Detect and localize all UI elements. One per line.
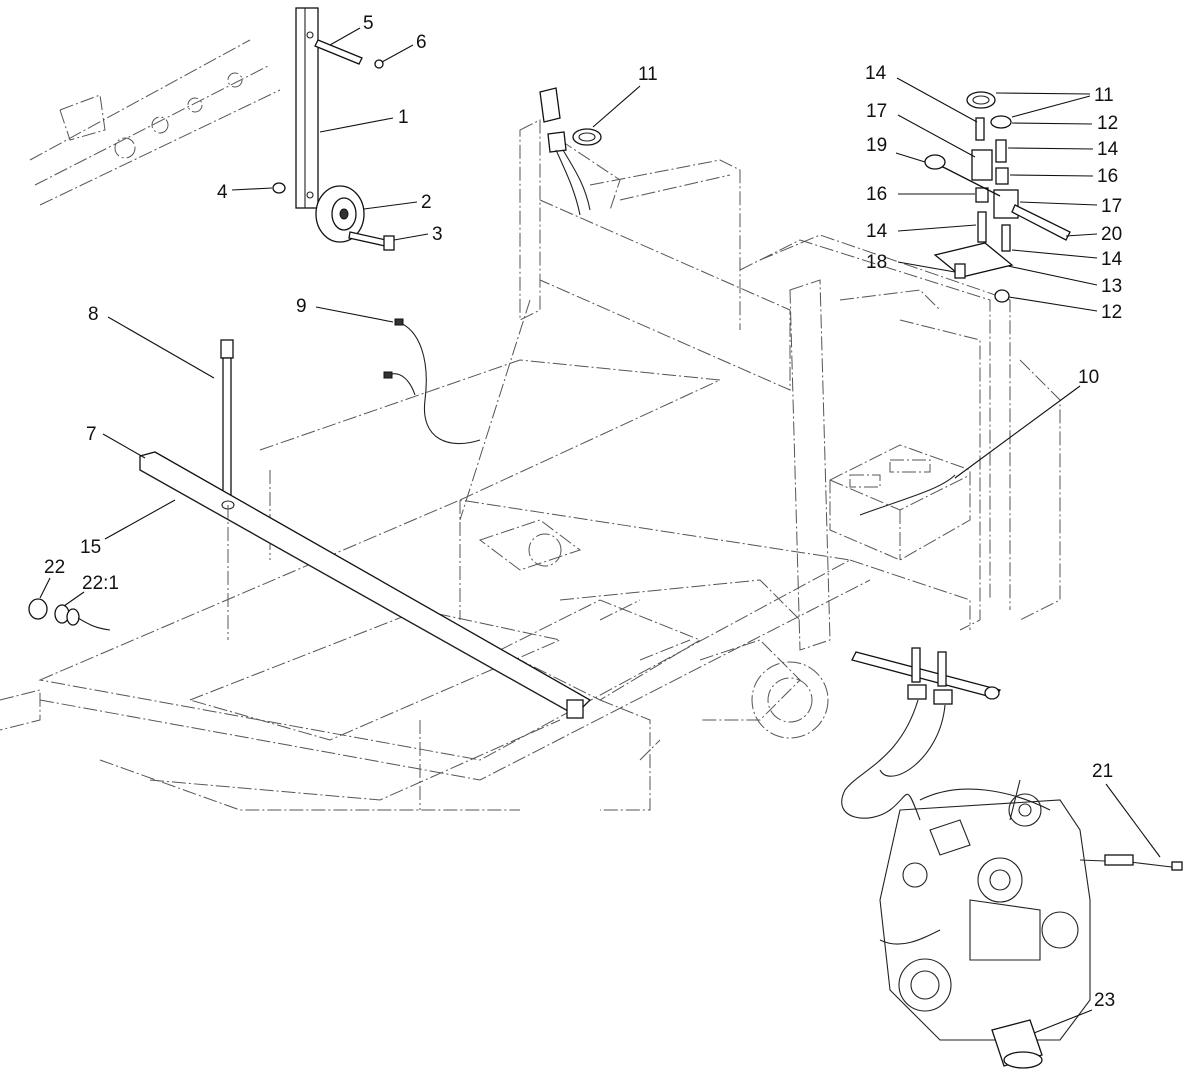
svg-text:14: 14 xyxy=(1097,139,1119,160)
callout-4: 4 xyxy=(217,182,273,203)
svg-text:14: 14 xyxy=(865,63,887,84)
callout-14-a: 14 xyxy=(865,63,978,123)
svg-text:12: 12 xyxy=(1101,302,1122,323)
callout-23: 23 xyxy=(1033,990,1115,1034)
svg-text:12: 12 xyxy=(1097,113,1118,134)
sensor-cluster xyxy=(924,91,1071,303)
part-3-bolt xyxy=(348,231,395,251)
svg-text:9: 9 xyxy=(296,296,307,317)
part-1-caster-bracket xyxy=(295,7,319,209)
svg-text:16: 16 xyxy=(1097,166,1118,187)
svg-text:20: 20 xyxy=(1101,224,1122,245)
svg-text:17: 17 xyxy=(1101,196,1122,217)
callout-16-right: 16 xyxy=(1009,166,1118,187)
svg-text:1: 1 xyxy=(398,107,409,128)
callout-11-center: 11 xyxy=(592,64,658,128)
callout-2: 2 xyxy=(363,192,432,213)
callout-14-d: 14 xyxy=(1011,249,1123,270)
callout-14-c: 14 xyxy=(866,221,977,242)
svg-text:23: 23 xyxy=(1094,990,1115,1011)
engine-assembly xyxy=(879,779,1183,1041)
part-7-tube-bar xyxy=(139,451,592,719)
part-6-nut xyxy=(374,59,384,69)
svg-text:5: 5 xyxy=(363,13,374,34)
svg-text:8: 8 xyxy=(88,304,99,325)
part-23-sleeve xyxy=(991,1019,1043,1069)
svg-text:18: 18 xyxy=(866,252,887,273)
svg-text:19: 19 xyxy=(866,135,887,156)
callout-6: 6 xyxy=(381,32,427,63)
callout-9: 9 xyxy=(296,296,394,323)
callout-3: 3 xyxy=(393,224,443,245)
callout-19: 19 xyxy=(866,135,926,163)
svg-text:11: 11 xyxy=(638,64,658,85)
callout-17-right: 17 xyxy=(1019,196,1122,217)
svg-text:6: 6 xyxy=(416,32,427,53)
part-22-cap xyxy=(28,598,111,631)
callout-12-lower: 12 xyxy=(1008,296,1122,323)
svg-text:17: 17 xyxy=(866,101,887,122)
svg-text:21: 21 xyxy=(1092,761,1113,782)
svg-text:13: 13 xyxy=(1101,276,1122,297)
part-11-grommet xyxy=(572,128,602,146)
svg-text:10: 10 xyxy=(1078,367,1099,388)
svg-text:14: 14 xyxy=(1101,249,1123,270)
callout-7: 7 xyxy=(86,424,146,459)
callout-10: 10 xyxy=(954,367,1099,479)
callout-17-left: 17 xyxy=(866,101,976,158)
callout-5: 5 xyxy=(329,13,374,46)
callout-13: 13 xyxy=(1007,265,1122,297)
svg-text:16: 16 xyxy=(866,184,887,205)
part-8-rod xyxy=(220,339,234,509)
callout-14-b: 14 xyxy=(1007,139,1119,160)
svg-text:22:1: 22:1 xyxy=(82,573,119,594)
part-5-pin xyxy=(314,39,363,65)
callout-8: 8 xyxy=(88,304,215,379)
callout-21: 21 xyxy=(1092,761,1161,858)
callout-22: 22 xyxy=(39,557,65,599)
callout-11-right: 11 xyxy=(995,85,1114,118)
svg-text:2: 2 xyxy=(421,192,432,213)
chassis-frame-phantom xyxy=(0,39,1061,811)
callout-18: 18 xyxy=(866,252,956,273)
svg-text:22: 22 xyxy=(44,557,65,578)
svg-text:14: 14 xyxy=(866,221,888,242)
callout-16-left: 16 xyxy=(866,184,975,205)
part-2-caster-wheel xyxy=(315,185,365,243)
svg-text:11: 11 xyxy=(1094,85,1114,106)
harness-connector xyxy=(539,87,591,216)
callout-12-upper: 12 xyxy=(1011,113,1118,134)
svg-text:7: 7 xyxy=(86,424,97,445)
engine-sensor-bracket xyxy=(841,647,1002,821)
callout-20: 20 xyxy=(1065,224,1122,245)
callout-22-1: 22:1 xyxy=(63,573,119,607)
svg-text:15: 15 xyxy=(80,537,101,558)
callout-15: 15 xyxy=(80,499,176,558)
part-10-cable xyxy=(859,474,956,516)
callout-1: 1 xyxy=(319,107,409,133)
part-9-wire xyxy=(383,318,481,445)
svg-text:4: 4 xyxy=(217,182,228,203)
svg-text:3: 3 xyxy=(432,224,443,245)
part-4-spacer xyxy=(272,182,286,194)
